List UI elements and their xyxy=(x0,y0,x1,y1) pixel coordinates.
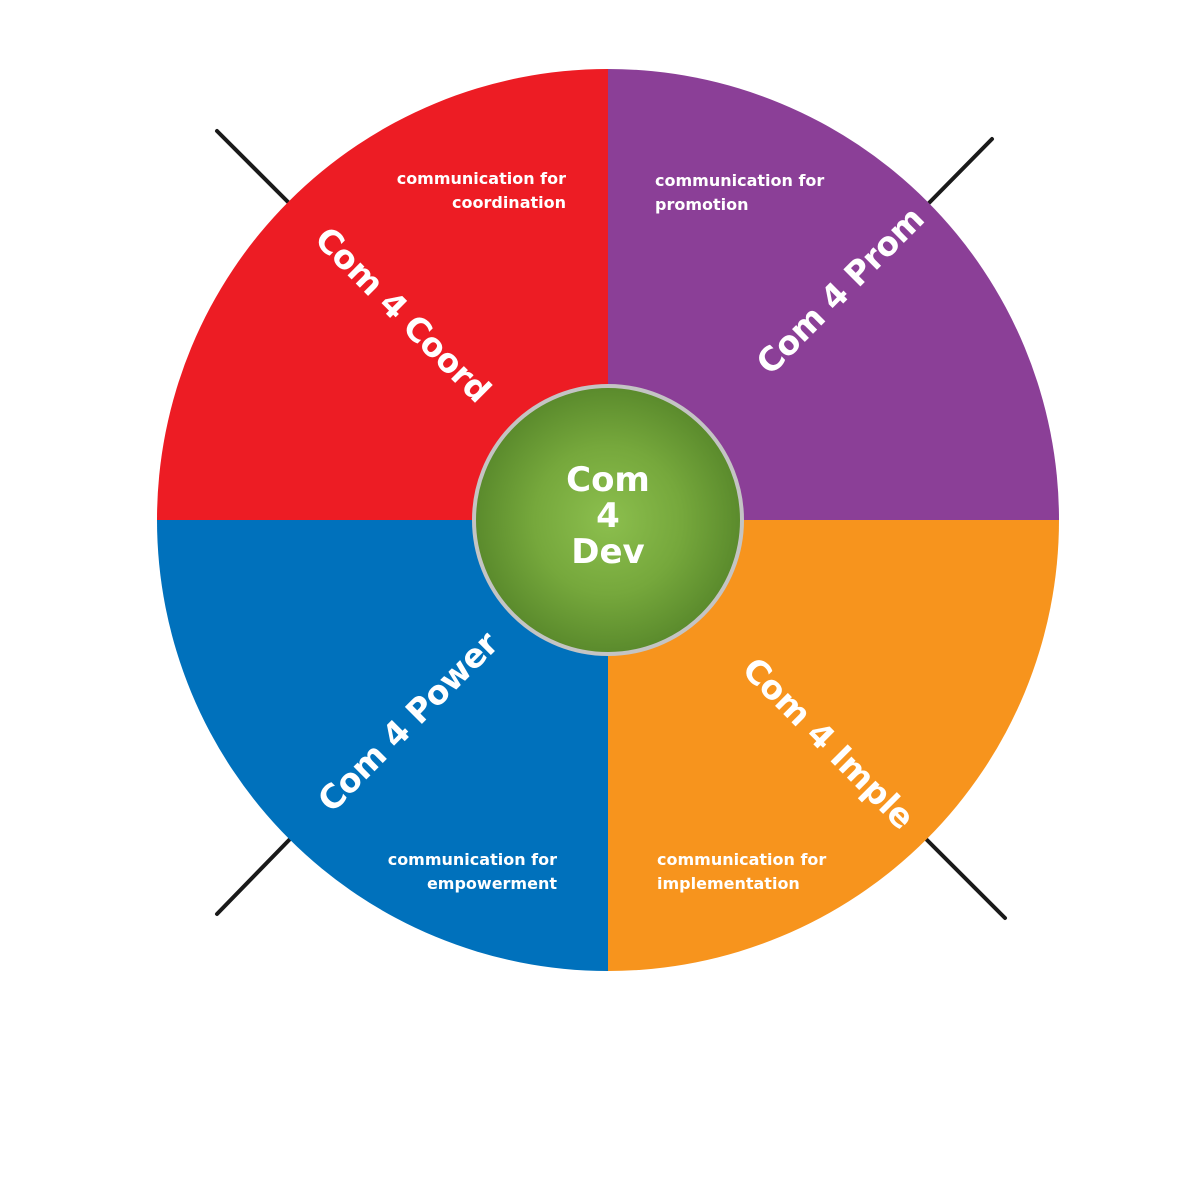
connector-line-bottom-left xyxy=(215,835,294,916)
description-line: coordination xyxy=(452,193,566,212)
description-line: communication for xyxy=(655,171,825,190)
segment-power xyxy=(157,520,608,971)
segment-description-power: communication for empowerment xyxy=(357,848,557,896)
segment-description-prom: communication for promotion xyxy=(655,169,855,217)
segment-description-coord: communication for coordination xyxy=(366,167,566,215)
center-hub-label: Com 4 Dev xyxy=(508,462,708,570)
center-line: Com xyxy=(566,460,650,500)
description-line: promotion xyxy=(655,195,749,214)
segment-imple xyxy=(608,520,1059,971)
connector-line-bottom-right xyxy=(923,836,1007,920)
center-hub xyxy=(472,384,744,656)
center-line: 4 xyxy=(596,496,620,536)
description-line: communication for xyxy=(657,850,827,869)
description-line: implementation xyxy=(657,874,800,893)
center-line: Dev xyxy=(571,532,645,572)
connector-line-top-right xyxy=(924,137,994,208)
description-line: empowerment xyxy=(426,874,557,893)
segment-coord xyxy=(157,69,608,520)
description-line: communication for xyxy=(396,169,566,188)
connector-line-top-left xyxy=(215,129,294,208)
segment-prom xyxy=(608,69,1059,520)
description-line: communication for xyxy=(387,850,557,869)
segment-description-imple: communication for implementation xyxy=(657,848,857,896)
